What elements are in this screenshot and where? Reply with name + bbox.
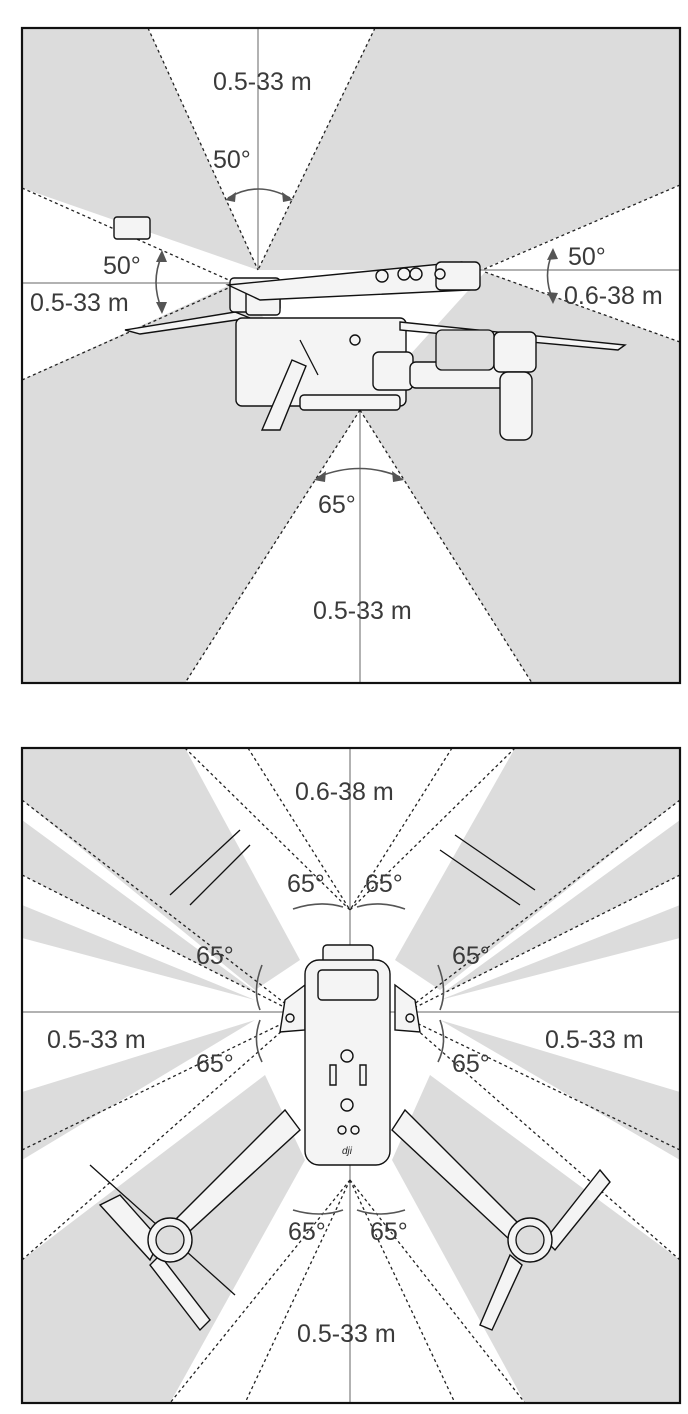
rear-range-label: 0.5-33 m bbox=[297, 1320, 396, 1348]
front-range-label: 0.6-38 m bbox=[564, 282, 663, 310]
left-range-label: 0.5-33 m bbox=[47, 1026, 146, 1054]
blind-zone-top-right bbox=[395, 748, 680, 990]
bottom-angle-label: 65° bbox=[318, 491, 356, 519]
bottom-range-label: 0.5-33 m bbox=[313, 597, 412, 625]
drone-top-illustration bbox=[89, 829, 611, 1332]
rear-angle-left-label: 65° bbox=[288, 1218, 326, 1246]
rear-angle-label: 50° bbox=[103, 252, 141, 280]
drone-side-illustration bbox=[113, 216, 627, 441]
left-angle-upper-label: 65° bbox=[196, 942, 234, 970]
rear-range-label: 0.5-33 m bbox=[30, 289, 129, 317]
top-range-label: 0.5-33 m bbox=[213, 68, 312, 96]
front-angle-left-label: 65° bbox=[287, 870, 325, 898]
front-angle-label: 50° bbox=[568, 243, 606, 271]
dji-logo: dji bbox=[342, 1146, 353, 1157]
top-angle-label: 50° bbox=[213, 146, 251, 174]
right-range-label: 0.5-33 m bbox=[545, 1026, 644, 1054]
blind-zone-upper-right bbox=[258, 28, 680, 270]
blind-zone-top-left bbox=[22, 748, 300, 990]
left-angle-lower-label: 65° bbox=[196, 1050, 234, 1078]
front-range-label: 0.6-38 m bbox=[295, 778, 394, 806]
rear-angle-right-label: 65° bbox=[370, 1218, 408, 1246]
bottom-angle-arc bbox=[317, 467, 401, 478]
front-angle-right-label: 65° bbox=[365, 870, 403, 898]
blind-zone-upper-left bbox=[22, 28, 258, 270]
right-angle-lower-label: 65° bbox=[452, 1050, 490, 1078]
right-angle-upper-label: 65° bbox=[452, 942, 490, 970]
side-view-diagram: 0.5-33 m 50° 50° 0.5-33 m 50° 0.6-38 m 6… bbox=[0, 0, 688, 700]
top-view-diagram: 0.6-38 m 65° 65° 65° 65° 0.5-33 m 0.5-33… bbox=[0, 720, 688, 1414]
